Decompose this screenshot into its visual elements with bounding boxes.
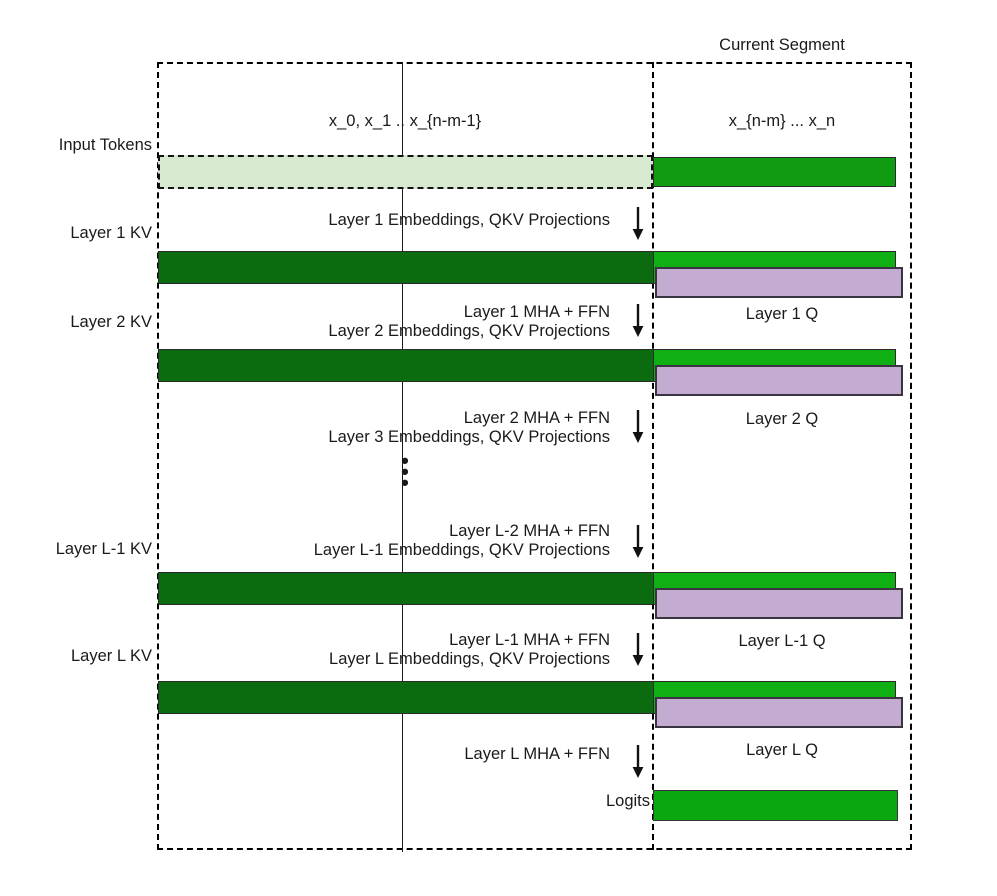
transition-4-line1: Layer L-1 MHA + FFN	[449, 631, 610, 649]
layer-l-1-kv-past-bar	[158, 572, 655, 605]
past-tokens-caption: x_0, x_1 .. x_{n-m-1}	[328, 112, 482, 130]
q-label-layer-l-1: Layer L-1 Q	[738, 632, 826, 650]
transition-1-line1: Layer 1 MHA + FFN	[463, 303, 610, 321]
row-label-layer-l-kv: Layer L KV	[70, 647, 152, 665]
down-arrow-icon-3	[630, 525, 646, 559]
current-tokens-caption: x_{n-m} ... x_n	[728, 112, 836, 130]
input-tokens-past-bar	[158, 155, 653, 189]
transition-3-line2: Layer L-1 Embeddings, QKV Projections	[313, 541, 610, 559]
past-split-line-dash-d	[402, 632, 403, 658]
down-arrow-icon-0	[630, 207, 646, 241]
input-tokens-current-bar	[653, 157, 896, 187]
current-segment-title: Current Segment	[719, 36, 845, 54]
transition-3-line1: Layer L-2 MHA + FFN	[449, 522, 610, 540]
vertical-ellipsis: • • •	[401, 448, 409, 495]
logits-bar	[653, 790, 898, 821]
transition-1-line2: Layer 2 Embeddings, QKV Projections	[328, 322, 610, 340]
transition-4-line2: Layer L Embeddings, QKV Projections	[329, 650, 610, 668]
row-label-layer-2-kv: Layer 2 KV	[70, 313, 152, 331]
down-arrow-icon-2	[630, 410, 646, 444]
past-split-line-dash-h	[402, 840, 403, 852]
down-arrow-icon-4	[630, 633, 646, 667]
transition-2-line1: Layer 2 MHA + FFN	[463, 409, 610, 427]
layer-l-kv-past-bar	[158, 681, 655, 714]
past-split-line-dash-b	[402, 520, 403, 546]
past-split-line-dash-g	[402, 305, 403, 363]
transition-2-line2: Layer 3 Embeddings, QKV Projections	[328, 428, 610, 446]
row-label-layer-1-kv: Layer 1 KV	[70, 224, 152, 242]
past-split-line	[402, 62, 403, 850]
row-label-input-tokens: Input Tokens	[58, 136, 152, 154]
transition-5-line1: Layer L MHA + FFN	[464, 745, 610, 763]
layer-1-q-bar	[655, 267, 903, 298]
q-label-layer-2: Layer 2 Q	[745, 410, 819, 428]
current-segment-frame	[652, 62, 912, 850]
row-label-logits: Logits	[605, 792, 650, 810]
layer-2-q-bar	[655, 365, 903, 396]
layer-l-1-q-bar	[655, 588, 903, 619]
down-arrow-icon-1	[630, 304, 646, 338]
q-label-layer-l: Layer L Q	[746, 741, 818, 759]
row-label-layer-l-1-kv: Layer L-1 KV	[55, 540, 152, 558]
layer-l-q-bar	[655, 697, 903, 728]
down-arrow-icon-5	[630, 745, 646, 779]
layer-2-kv-past-bar	[158, 349, 655, 382]
layer-1-kv-past-bar	[158, 251, 655, 284]
q-label-layer-1: Layer 1 Q	[745, 305, 819, 323]
transition-0-line2: Layer 1 Embeddings, QKV Projections	[328, 211, 610, 229]
